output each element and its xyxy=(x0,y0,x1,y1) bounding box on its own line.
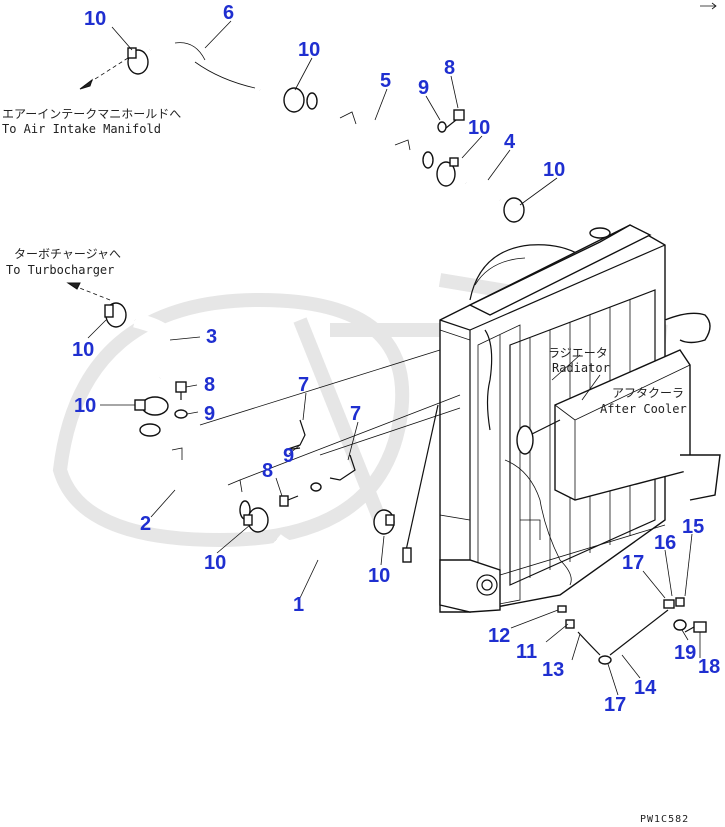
label-turbo-jp: ターボチャージャへ xyxy=(14,247,121,261)
hose-3 xyxy=(133,312,178,381)
label-intake-en: To Air Intake Manifold xyxy=(2,122,161,136)
label-aftercooler-jp: アフタクーラ xyxy=(612,386,684,400)
callout-13: 13 xyxy=(542,659,564,681)
callout-5: 5 xyxy=(380,70,391,92)
callout-19: 19 xyxy=(674,642,696,664)
callout-9: 9 xyxy=(418,77,429,99)
pipe-5 xyxy=(306,92,434,169)
callout-17: 17 xyxy=(604,694,626,716)
clamp-10-a xyxy=(127,47,149,75)
clamp-10-g xyxy=(243,507,269,533)
callout-15: 15 xyxy=(682,516,704,538)
callout-12: 12 xyxy=(488,625,510,647)
label-turbo-en: To Turbocharger xyxy=(6,263,114,277)
drawing-code: PW1C582 xyxy=(640,814,689,825)
direction-arrow-intake xyxy=(79,57,129,90)
bolt-18 xyxy=(684,621,707,633)
callout-10: 10 xyxy=(74,395,96,417)
bolt-8-c xyxy=(279,495,299,507)
callout-10: 10 xyxy=(368,565,390,587)
pipe-14 xyxy=(609,609,669,656)
callout-10: 10 xyxy=(84,8,106,30)
label-radiator-jp: ラジエータ xyxy=(548,346,608,360)
clamp-10-b xyxy=(283,87,305,113)
callout-9: 9 xyxy=(204,403,215,425)
callout-8: 8 xyxy=(204,374,215,396)
callout-7: 7 xyxy=(298,374,309,396)
callout-2: 2 xyxy=(140,513,151,535)
callout-7: 7 xyxy=(350,403,361,425)
callout-8: 8 xyxy=(262,460,273,482)
clamp-10-c xyxy=(436,157,459,187)
callout-18: 18 xyxy=(698,656,720,678)
label-intake-jp: エアーインテークマニホールドへ xyxy=(2,107,181,121)
clamp-10-d xyxy=(503,197,525,223)
fitting-15-16-17 xyxy=(663,597,685,609)
washer-9-a xyxy=(437,121,447,133)
label-aftercooler-en: After Cooler xyxy=(600,402,687,416)
callout-10: 10 xyxy=(468,117,490,139)
bracket-7-b xyxy=(329,454,356,481)
bolt-8-b xyxy=(175,381,187,400)
fitting-12 xyxy=(557,605,567,613)
callout-8: 8 xyxy=(444,57,455,79)
callout-numbers: 10 6 10 5 9 8 10 4 10 10 3 8 10 9 7 9 7 … xyxy=(72,2,720,716)
clamp-10-h xyxy=(373,509,395,535)
fitting-11 xyxy=(565,619,575,629)
clamp-10-e xyxy=(104,302,127,328)
hose-4 xyxy=(462,176,504,207)
bolt-8-a xyxy=(445,109,465,129)
callout-3: 3 xyxy=(206,326,217,348)
direction-arrow-turbo xyxy=(66,282,111,301)
callout-10: 10 xyxy=(298,39,320,61)
hose-1 xyxy=(271,526,382,561)
callout-1: 1 xyxy=(293,594,304,616)
hose-6 xyxy=(147,35,262,96)
callout-10: 10 xyxy=(204,552,226,574)
callout-4: 4 xyxy=(504,131,516,153)
label-radiator-en: Radiator xyxy=(552,361,610,375)
tube-13 xyxy=(577,631,612,665)
washer-9-b xyxy=(174,409,188,419)
callout-11: 11 xyxy=(516,641,537,663)
washer-9-c xyxy=(310,482,322,492)
callout-17: 17 xyxy=(622,552,644,574)
callout-10: 10 xyxy=(72,339,94,361)
clamp-10-f xyxy=(134,396,169,416)
washer-19 xyxy=(673,619,687,631)
callout-16: 16 xyxy=(654,532,676,554)
pipe-2 xyxy=(139,423,251,520)
callout-10: 10 xyxy=(543,159,565,181)
corner-arrow-icon xyxy=(700,2,717,10)
callout-6: 6 xyxy=(223,2,234,24)
leader-lines xyxy=(87,20,701,696)
callout-9: 9 xyxy=(283,445,294,467)
callout-14: 14 xyxy=(634,677,657,699)
radiator-assembly xyxy=(199,224,721,613)
